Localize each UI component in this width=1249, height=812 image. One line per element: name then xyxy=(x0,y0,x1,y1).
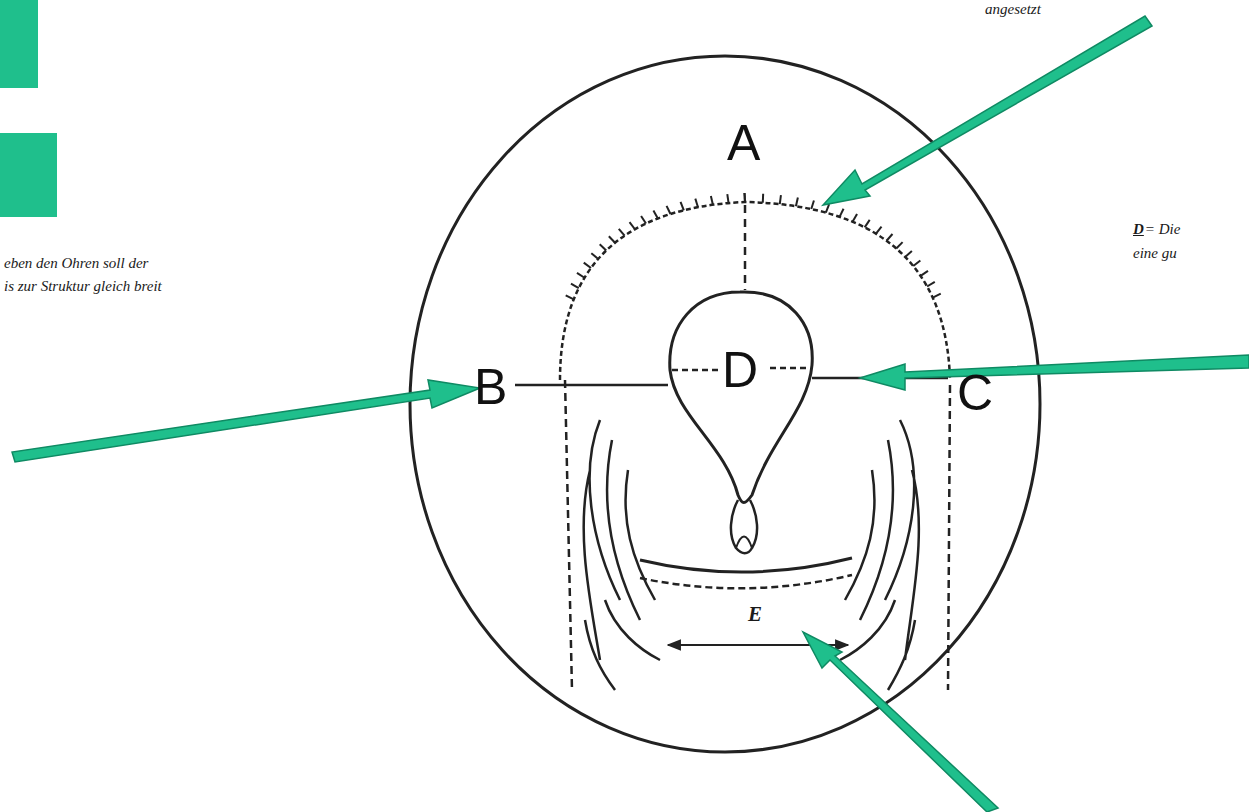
fur-tick xyxy=(566,295,574,299)
fur-tick xyxy=(641,216,646,224)
green-bar xyxy=(0,0,38,88)
fur-tick xyxy=(876,227,882,234)
note-text: angesetzt xyxy=(985,2,1041,17)
measure-letter: D xyxy=(722,345,758,395)
label-letter: D xyxy=(1133,222,1144,237)
fur-tick xyxy=(762,194,764,203)
fur-tick xyxy=(744,193,746,202)
outer-circle xyxy=(410,56,1040,752)
fur-tick xyxy=(727,194,728,203)
fur-tick xyxy=(921,271,928,276)
measure-letter: E xyxy=(748,604,762,625)
fur-tick xyxy=(630,222,635,229)
fur-tick xyxy=(667,206,671,214)
note-text: = Die xyxy=(1145,222,1181,237)
measure-letter: C xyxy=(957,368,993,418)
fur-tick xyxy=(865,220,870,227)
fur-tick xyxy=(826,204,829,212)
measure-letter: A xyxy=(727,118,760,168)
fur-tick xyxy=(609,236,615,243)
note-text: is zur Struktur gleich breit xyxy=(4,279,162,294)
fur-tick xyxy=(591,253,598,259)
fur-tick xyxy=(744,193,746,202)
fur-tick xyxy=(619,229,625,236)
fur-tick xyxy=(896,242,902,248)
fur-tick xyxy=(571,284,579,289)
leader-arrows xyxy=(12,16,1249,812)
fur-tick xyxy=(600,244,607,250)
fur-tick xyxy=(933,294,941,298)
fur-tick xyxy=(577,273,585,278)
fur-tick xyxy=(796,197,798,206)
fur-tick xyxy=(913,261,920,267)
head-outline xyxy=(515,193,950,690)
fur-tick xyxy=(584,263,591,268)
fur-tick xyxy=(653,211,657,219)
fur-tick xyxy=(927,282,935,287)
note-text: eben den Ohren soll der xyxy=(4,256,148,271)
note-text: eine gu xyxy=(1133,246,1177,261)
fur-tick xyxy=(840,209,844,217)
fur-tick xyxy=(681,202,684,210)
fur-tick xyxy=(811,200,814,209)
fur-tick xyxy=(695,199,698,208)
fur-tick xyxy=(711,196,713,205)
measure-letter: B xyxy=(474,362,507,412)
fur-tick xyxy=(780,195,781,204)
fur-tick xyxy=(887,234,893,241)
fur-tick xyxy=(905,251,912,257)
green-block xyxy=(0,133,57,217)
fur-tick xyxy=(853,214,858,222)
